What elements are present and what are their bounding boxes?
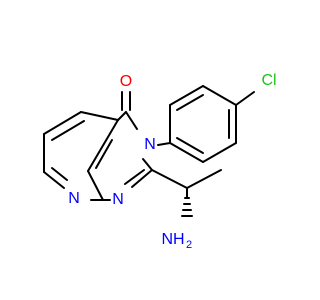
atom-labels: O N N N Cl NH 2	[68, 72, 276, 251]
nitrogen-n3-label: N	[144, 136, 156, 153]
bond-lines	[43, 85, 255, 217]
nitrogen-n1-label: N	[112, 191, 124, 208]
amine-subscript: 2	[186, 239, 192, 251]
oxygen-atom-label: O	[120, 73, 132, 90]
amine-group-label: NH	[161, 231, 184, 248]
chemical-structure: O N N N Cl NH 2	[43, 72, 277, 251]
chlorine-atom-label: Cl	[261, 72, 276, 89]
nitrogen-n8-label: N	[68, 190, 80, 207]
